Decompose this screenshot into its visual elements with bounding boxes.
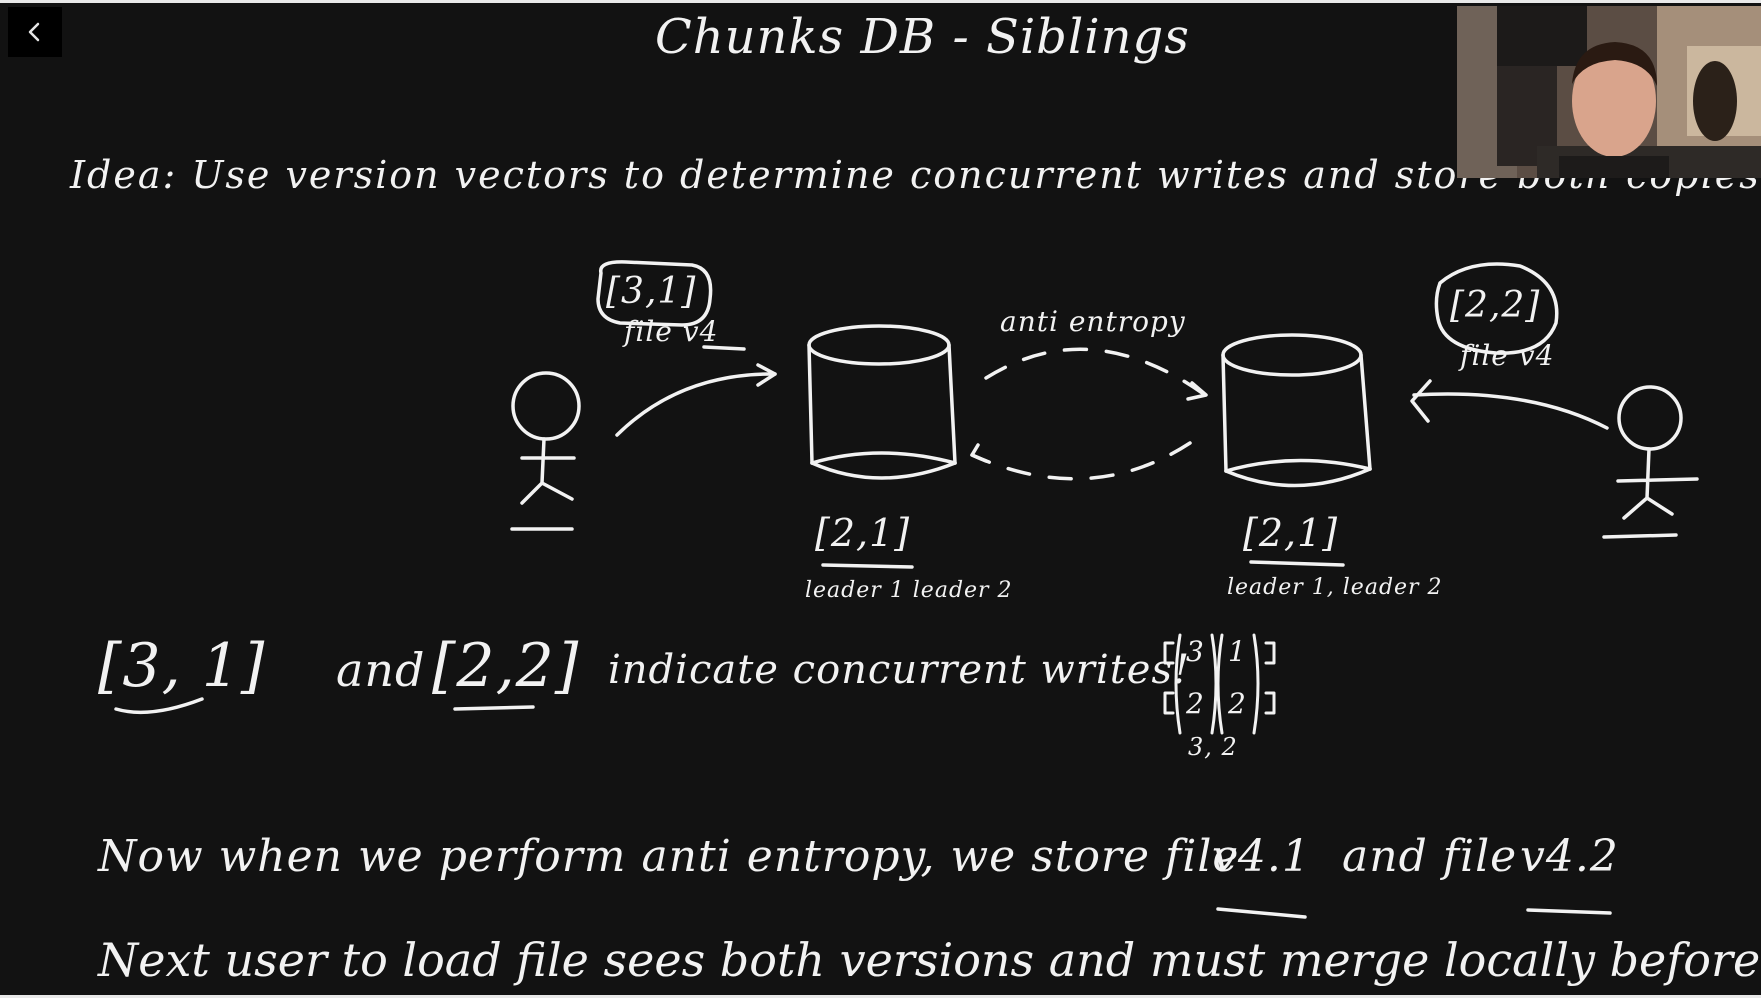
merge-top-left: 3 [1186, 635, 1205, 668]
underline [821, 563, 914, 569]
write-arrow-left [615, 363, 777, 437]
now-line-v1: v4.1 [1212, 831, 1311, 882]
left-client-file: file v4 [624, 315, 719, 348]
now-line-text: Now when we perform anti entropy, we sto… [98, 831, 1240, 882]
merge-bottom-left: 2 [1186, 687, 1205, 720]
chevron-left-icon [28, 22, 40, 42]
left-db-vector: [2,1] [815, 511, 911, 555]
vector-bubble-right [1434, 262, 1559, 355]
underline [702, 345, 746, 351]
concurrent-and: and [336, 643, 426, 697]
merge-result: 3, 2 [1188, 733, 1238, 761]
left-user-icon [510, 371, 581, 531]
concurrent-text: indicate concurrent writes! [608, 647, 1191, 693]
merge-sketch-brackets [1163, 633, 1276, 735]
underline [114, 697, 204, 715]
anti-entropy-arrowhead [1186, 381, 1208, 401]
now-line-joiner: and file [1342, 831, 1518, 882]
left-db-caption: leader 1 leader 2 [805, 578, 1013, 603]
write-arrow-right [1410, 379, 1609, 430]
right-client-vector: [2,2] [1450, 285, 1541, 326]
merge-bottom-right: 2 [1228, 687, 1247, 720]
underline [1216, 907, 1307, 919]
right-user-icon [1602, 385, 1699, 539]
merge-top-right: 1 [1228, 635, 1247, 668]
next-line: Next user to load file sees both version… [98, 933, 1761, 987]
concurrent-vector-b: [2,2] [432, 631, 580, 701]
right-client-file: file v4 [1460, 339, 1555, 372]
right-db-caption: leader 1, leader 2 [1227, 575, 1443, 600]
underline [1526, 908, 1612, 915]
vector-bubble-left [596, 260, 713, 327]
presenter-webcam [1457, 6, 1761, 178]
left-database-icon [807, 324, 957, 480]
right-database-icon [1221, 333, 1372, 488]
anti-entropy-arrowhead [970, 443, 988, 463]
page-title: Chunks DB - Siblings [655, 9, 1190, 65]
left-client-vector: [3,1] [606, 271, 697, 312]
now-line-v2: v4.2 [1520, 831, 1619, 882]
presenter-video [1457, 6, 1761, 178]
anti-entropy-arrows [970, 347, 1207, 481]
underline [453, 705, 535, 711]
anti-entropy-label: anti entropy [1000, 305, 1186, 338]
whiteboard: Chunks DB - Siblings Idea: Use version v… [0, 3, 1761, 995]
right-db-vector: [2,1] [1243, 511, 1339, 555]
replication-diagram [114, 260, 1699, 919]
concurrent-vector-a: [3, 1] [98, 631, 266, 701]
back-button[interactable] [8, 7, 62, 57]
underline [1249, 560, 1345, 567]
